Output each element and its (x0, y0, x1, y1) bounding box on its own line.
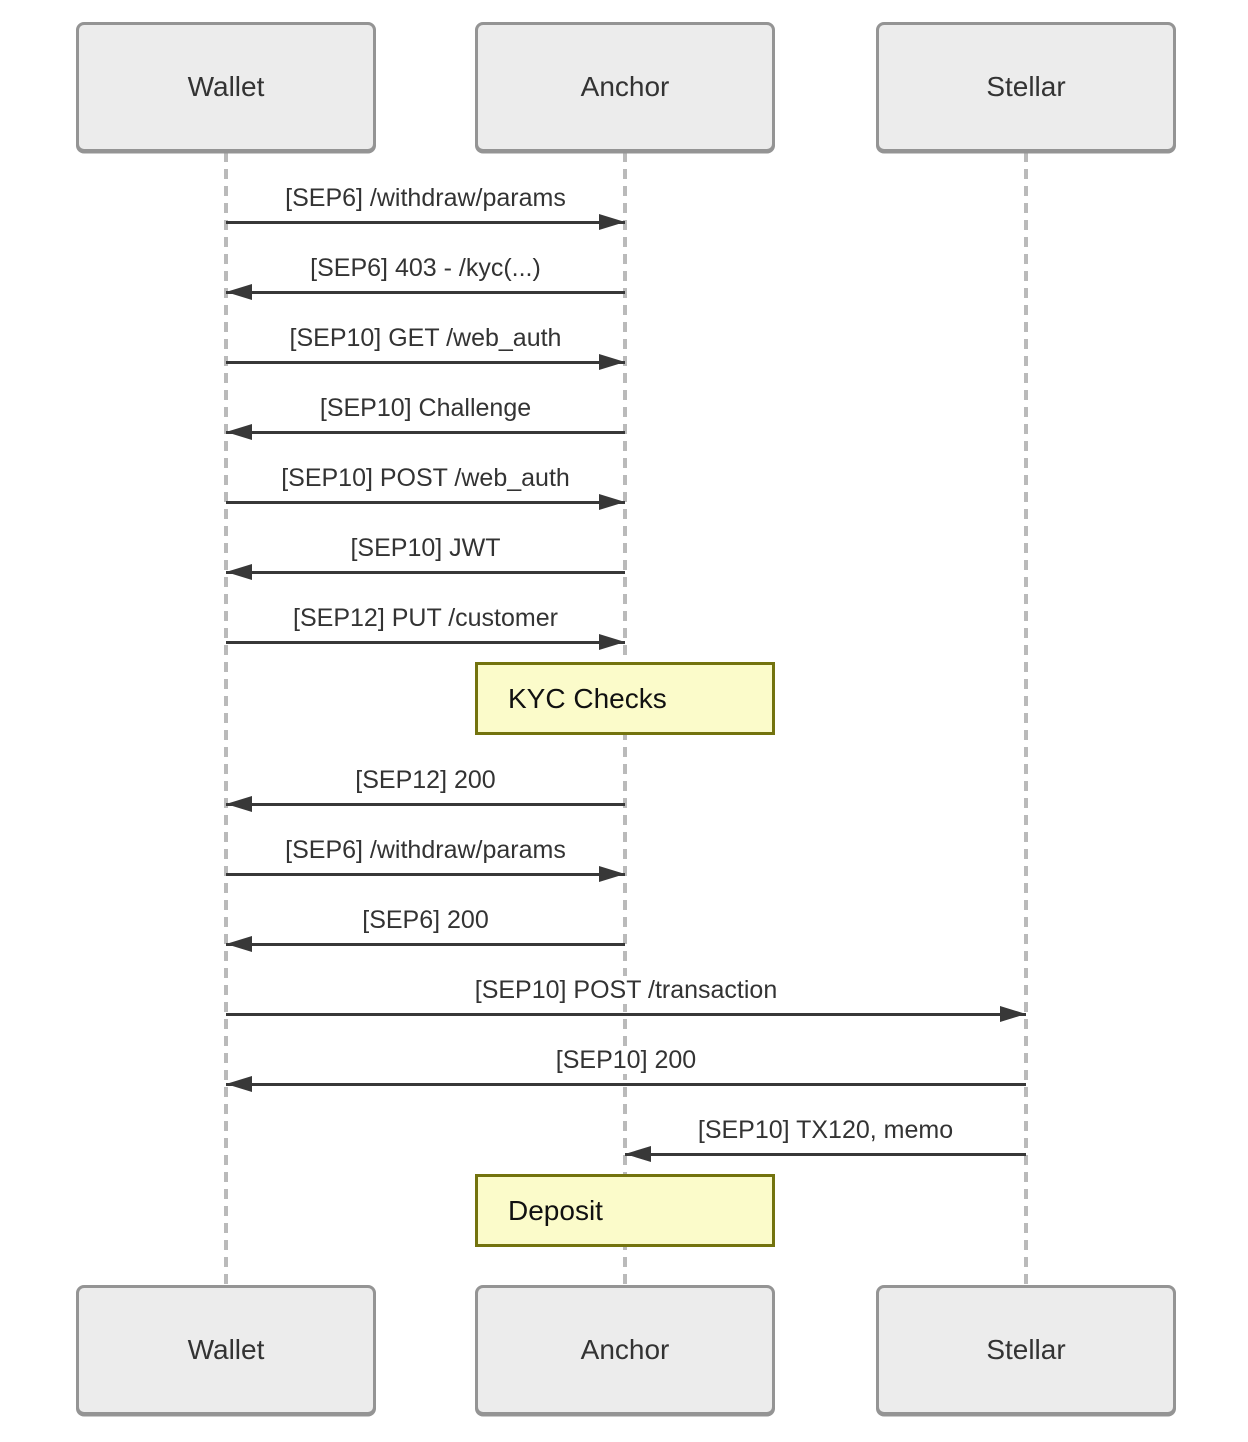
message-arrowhead-left-icon (226, 1076, 252, 1092)
message-arrowhead-right-icon (599, 634, 625, 650)
message-label: [SEP12] PUT /customer (289, 604, 562, 632)
message-line (226, 1012, 1026, 1016)
message-arrowhead-right-icon (599, 214, 625, 230)
actor-box-anchor-top: Anchor (475, 22, 775, 152)
message-line (226, 570, 625, 574)
message-label: [SEP10] POST /web_auth (277, 464, 574, 492)
actor-label-anchor-top: Anchor (580, 71, 670, 102)
message-line (226, 802, 625, 806)
message-arrowhead-left-icon (226, 564, 252, 580)
message-arrowhead-right-icon (599, 354, 625, 370)
message-label: [SEP10] Challenge (315, 394, 536, 422)
message-label: [SEP10] 200 (551, 1046, 701, 1074)
message-label: [SEP12] 200 (351, 766, 500, 794)
message-label: [SEP6] /withdraw/params (281, 836, 570, 864)
message-arrowhead-right-icon (599, 494, 625, 510)
note-label: Deposit (508, 1194, 603, 1226)
message-arrowhead-right-icon (599, 866, 625, 882)
message-label: [SEP10] GET /web_auth (285, 324, 566, 352)
message-line (226, 500, 625, 504)
message-line (226, 220, 625, 224)
message-label: [SEP10] JWT (346, 534, 505, 562)
message-line (226, 360, 625, 364)
message-label: [SEP6] 200 (358, 906, 493, 934)
lifeline-stellar (1024, 152, 1028, 1285)
message-arrowhead-left-icon (226, 796, 252, 812)
message-line (226, 1082, 1026, 1086)
message-line (226, 640, 625, 644)
message-arrowhead-left-icon (226, 284, 252, 300)
message-arrowhead-left-icon (226, 936, 252, 952)
message-arrowhead-right-icon (1000, 1006, 1026, 1022)
message-arrowhead-left-icon (226, 424, 252, 440)
message-line (625, 1152, 1026, 1156)
message-label: [SEP10] POST /transaction (470, 976, 782, 1004)
message-line (226, 872, 625, 876)
note-label: KYC Checks (508, 682, 667, 714)
actor-box-wallet-top: Wallet (76, 22, 376, 152)
actor-label-stellar-top: Stellar (986, 71, 1066, 102)
message-label: [SEP10] TX120, memo (693, 1116, 958, 1144)
message-line (226, 942, 625, 946)
actor-label-wallet-bottom: Wallet (187, 1334, 265, 1365)
message-label: [SEP6] /withdraw/params (281, 184, 570, 212)
note-kyc-checks: KYC Checks (475, 662, 775, 735)
message-line (226, 290, 625, 294)
actor-label-stellar-bottom: Stellar (986, 1334, 1066, 1365)
note-deposit: Deposit (475, 1174, 775, 1247)
message-label: [SEP6] 403 - /kyc(...) (306, 254, 545, 282)
actor-label-wallet-top: Wallet (187, 71, 265, 102)
message-arrowhead-left-icon (625, 1146, 651, 1162)
actor-box-stellar-top: Stellar (876, 22, 1176, 152)
lifeline-wallet (224, 152, 228, 1285)
actor-box-wallet-bottom: Wallet (76, 1285, 376, 1415)
actor-label-anchor-bottom: Anchor (580, 1334, 670, 1365)
actor-box-anchor-bottom: Anchor (475, 1285, 775, 1415)
message-line (226, 430, 625, 434)
actor-box-stellar-bottom: Stellar (876, 1285, 1176, 1415)
